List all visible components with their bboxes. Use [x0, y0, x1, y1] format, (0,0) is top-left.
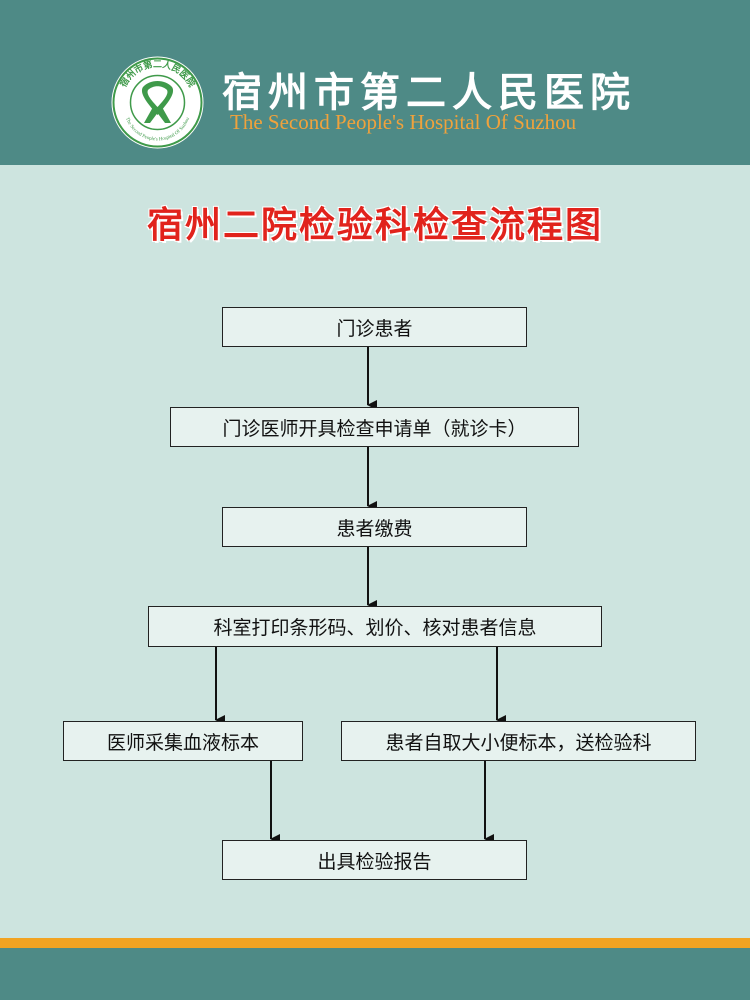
footer-stripe — [0, 938, 750, 948]
hospital-logo: 宿州市第二人民医院 The Second People's Hospital O… — [111, 56, 204, 149]
header-banner: 宿州市第二人民医院 The Second People's Hospital O… — [0, 0, 750, 165]
footer-band — [0, 948, 750, 1000]
ribbon-icon — [141, 81, 174, 123]
hospital-name-cn: 宿州市第二人民医院 — [222, 69, 636, 116]
flow-step-request-form: 门诊医师开具检查申请单（就诊卡） — [170, 407, 579, 447]
flow-step-outpatient: 门诊患者 — [222, 307, 527, 347]
hospital-name-en: The Second People's Hospital Of Suzhou — [230, 110, 577, 134]
flow-step-payment: 患者缴费 — [222, 507, 527, 547]
page-title: 宿州二院检验科检查流程图 — [146, 205, 603, 246]
flow-step-self-sample: 患者自取大小便标本，送检验科 — [341, 721, 696, 761]
flow-step-blood-sample: 医师采集血液标本 — [63, 721, 303, 761]
flow-step-barcode: 科室打印条形码、划价、核对患者信息 — [148, 606, 602, 647]
flow-step-report: 出具检验报告 — [222, 840, 527, 880]
